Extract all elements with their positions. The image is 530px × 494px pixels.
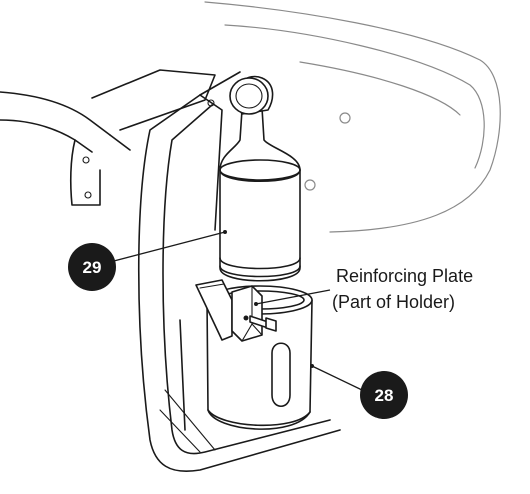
reinforcing-plate-label: Reinforcing Plate (Part of Holder): [332, 266, 473, 312]
callout-28-label: 28: [375, 386, 394, 405]
callout-28: 28: [360, 371, 408, 419]
reinforcing-plate-label-line2: (Part of Holder): [332, 292, 455, 312]
callout-29-label: 29: [83, 258, 102, 277]
machine-body: [204, 1, 501, 233]
cylinder-body: [219, 75, 301, 282]
leader-28: [311, 365, 363, 391]
triangular-bracket: [137, 71, 341, 472]
leader-29: [109, 231, 226, 263]
reinforcing-plate-label-line1: Reinforcing Plate: [336, 266, 473, 286]
callout-29: 29: [68, 243, 116, 291]
reinforcing-plate: [231, 285, 277, 342]
handle-rail: [0, 69, 216, 206]
leader-reinforcing-plate: [255, 289, 331, 305]
leader-lines: [109, 230, 363, 391]
